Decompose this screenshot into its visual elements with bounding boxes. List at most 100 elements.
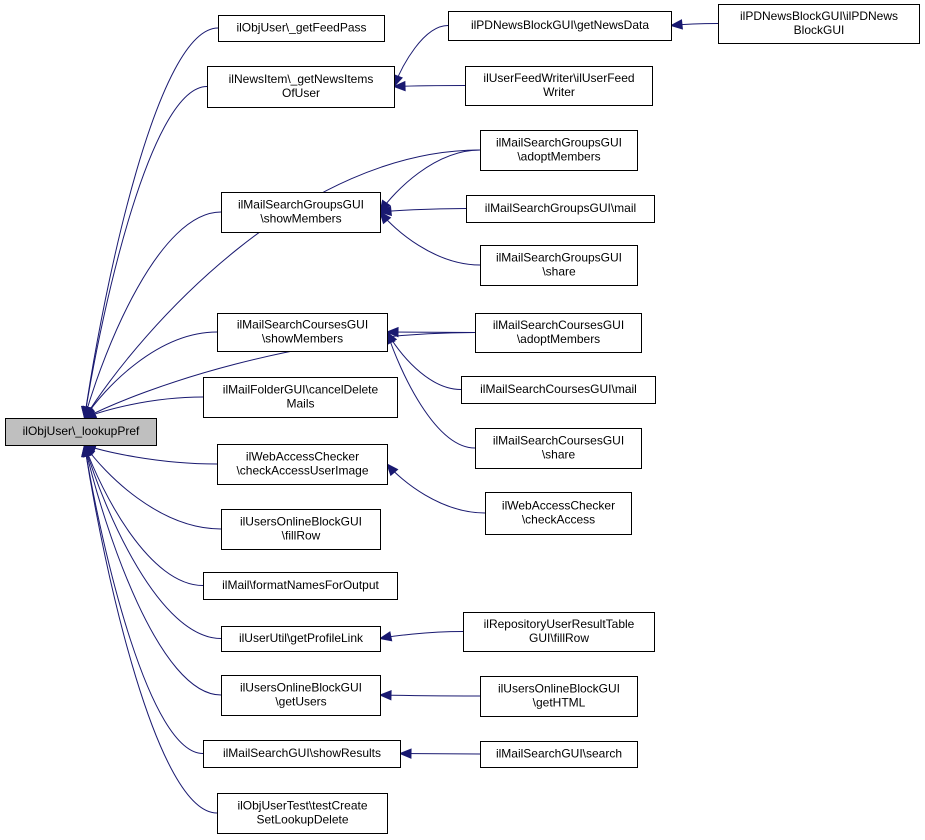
edge-line [84, 444, 222, 530]
edge-search-to-showResults [398, 748, 481, 759]
edge-onlineGetUsers-to-root [82, 443, 222, 696]
node-label: ilUsersOnlineBlockGUI [498, 682, 620, 696]
edge-getFeedPass-to-root [80, 27, 219, 420]
node-groupsShowMembers[interactable]: ilMailSearchGroupsGUI\showMembers [221, 192, 381, 233]
arrowhead [378, 205, 392, 217]
node-label: ilMailSearchGUI\showResults [223, 746, 381, 760]
edge-line [386, 331, 476, 449]
node-box[interactable] [480, 130, 638, 171]
node-getProfileLink[interactable]: ilUserUtil\getProfileLink [221, 626, 381, 652]
node-box[interactable] [718, 4, 920, 44]
edge-line [84, 444, 204, 754]
node-checkAccess[interactable]: ilWebAccessChecker\checkAccess [485, 492, 632, 535]
node-box[interactable] [221, 509, 381, 550]
node-label: ilRepositoryUserResultTable [484, 617, 635, 631]
node-label: ilMailSearchCoursesGUI [493, 434, 624, 448]
node-box[interactable] [221, 675, 381, 716]
node-formatNames[interactable]: ilMail\formatNamesForOutput [203, 572, 398, 600]
node-box[interactable] [217, 793, 388, 834]
arrowhead [378, 690, 392, 701]
node-UserFeedWriter[interactable]: ilUserFeedWriter\ilUserFeedWriter [465, 66, 653, 106]
node-box[interactable] [465, 66, 653, 106]
node-label: OfUser [282, 86, 320, 100]
node-search[interactable]: ilMailSearchGUI\search [480, 741, 638, 768]
node-label: ilUserFeedWriter\ilUserFeed [483, 71, 634, 85]
node-label: ilMailSearchGroupsGUI [238, 198, 364, 212]
node-box[interactable] [203, 572, 398, 600]
edge-line [84, 86, 208, 419]
node-showResults[interactable]: ilMailSearchGUI\showResults [203, 740, 401, 768]
node-getFeedPass[interactable]: ilObjUser\_getFeedPass [218, 15, 385, 42]
arrowhead [398, 748, 412, 759]
node-box[interactable] [217, 444, 388, 485]
node-label: ilUsersOnlineBlockGUI [240, 681, 362, 695]
arrowhead [81, 443, 92, 458]
node-label: ilWebAccessChecker [246, 450, 359, 464]
node-box[interactable] [221, 192, 381, 233]
node-getNewsData[interactable]: ilPDNewsBlockGUI\getNewsData [448, 11, 672, 41]
node-box[interactable] [480, 245, 638, 286]
node-coursesMail[interactable]: ilMailSearchCoursesGUI\mail [461, 376, 656, 404]
edge-line [84, 444, 218, 814]
node-box[interactable] [203, 377, 398, 418]
node-box[interactable] [485, 492, 632, 535]
node-box[interactable] [461, 376, 656, 404]
node-box[interactable] [5, 418, 157, 446]
node-label: \showMembers [260, 212, 341, 226]
edge-onlineGetHTML-to-onlineGetUsers [378, 690, 481, 701]
node-box[interactable] [203, 740, 401, 768]
node-box[interactable] [480, 676, 638, 717]
node-label: ilMailSearchGUI\search [496, 747, 622, 761]
edge-line [379, 208, 467, 213]
node-box[interactable] [221, 626, 381, 652]
edge-checkAccessUserImage-to-root [83, 443, 218, 465]
edges-layer [80, 19, 719, 814]
node-box[interactable] [463, 612, 655, 652]
node-label: ilMailSearchGroupsGUI [496, 136, 622, 150]
node-coursesAdoptMembers[interactable]: ilMailSearchCoursesGUI\adoptMembers [475, 313, 642, 353]
edge-checkAccess-to-checkAccessUserImage [386, 462, 486, 514]
node-onlineGetHTML[interactable]: ilUsersOnlineBlockGUI\getHTML [480, 676, 638, 717]
node-box[interactable] [475, 428, 642, 469]
node-groupsShare[interactable]: ilMailSearchGroupsGUI\share [480, 245, 638, 286]
edge-line [379, 694, 481, 697]
node-root[interactable]: ilObjUser\_lookupPref [5, 418, 157, 446]
node-label: \getUsers [275, 695, 326, 709]
node-box[interactable] [480, 741, 638, 768]
arrowhead [378, 631, 393, 642]
edge-UserFeedWriter-to-getNewsItemsOfUser [392, 80, 466, 92]
node-coursesShare[interactable]: ilMailSearchCoursesGUI\share [475, 428, 642, 469]
node-onlineFillRow[interactable]: ilUsersOnlineBlockGUI\fillRow [221, 509, 381, 550]
node-box[interactable] [448, 11, 672, 41]
node-coursesShowMembers[interactable]: ilMailSearchCoursesGUI\showMembers [217, 313, 388, 352]
node-label: \getHTML [533, 696, 586, 710]
edge-line [379, 631, 464, 639]
node-label: BlockGUI [794, 23, 845, 37]
node-box[interactable] [466, 195, 655, 223]
node-box[interactable] [218, 15, 385, 42]
node-onlineGetUsers[interactable]: ilUsersOnlineBlockGUI\getUsers [221, 675, 381, 716]
edge-line [84, 444, 218, 465]
arrowhead [379, 199, 391, 214]
node-label: ilMailSearchCoursesGUI [237, 318, 368, 332]
arrowhead [386, 462, 399, 477]
node-checkAccessUserImage[interactable]: ilWebAccessChecker\checkAccessUserImage [217, 444, 388, 485]
nodes-layer: ilObjUser\_lookupPref ilObjUser\_getFeedP… [5, 4, 920, 834]
edge-line [84, 396, 204, 419]
node-label: ilNewsItem\_getNewsItems [229, 72, 374, 86]
node-label: GUI\fillRow [529, 631, 589, 645]
node-PDNewsBlockGUI[interactable]: ilPDNewsBlockGUI\ilPDNewsBlockGUI [718, 4, 920, 44]
node-label: \showMembers [262, 332, 343, 346]
edge-line [386, 463, 486, 514]
node-box[interactable] [217, 313, 388, 352]
node-box[interactable] [475, 313, 642, 353]
node-box[interactable] [207, 66, 395, 108]
node-groupsAdoptMembers[interactable]: ilMailSearchGroupsGUI\adoptMembers [480, 130, 638, 171]
node-label: SetLookupDelete [256, 813, 348, 827]
node-label: Mails [286, 397, 314, 411]
node-groupsMail[interactable]: ilMailSearchGroupsGUI\mail [466, 195, 655, 223]
